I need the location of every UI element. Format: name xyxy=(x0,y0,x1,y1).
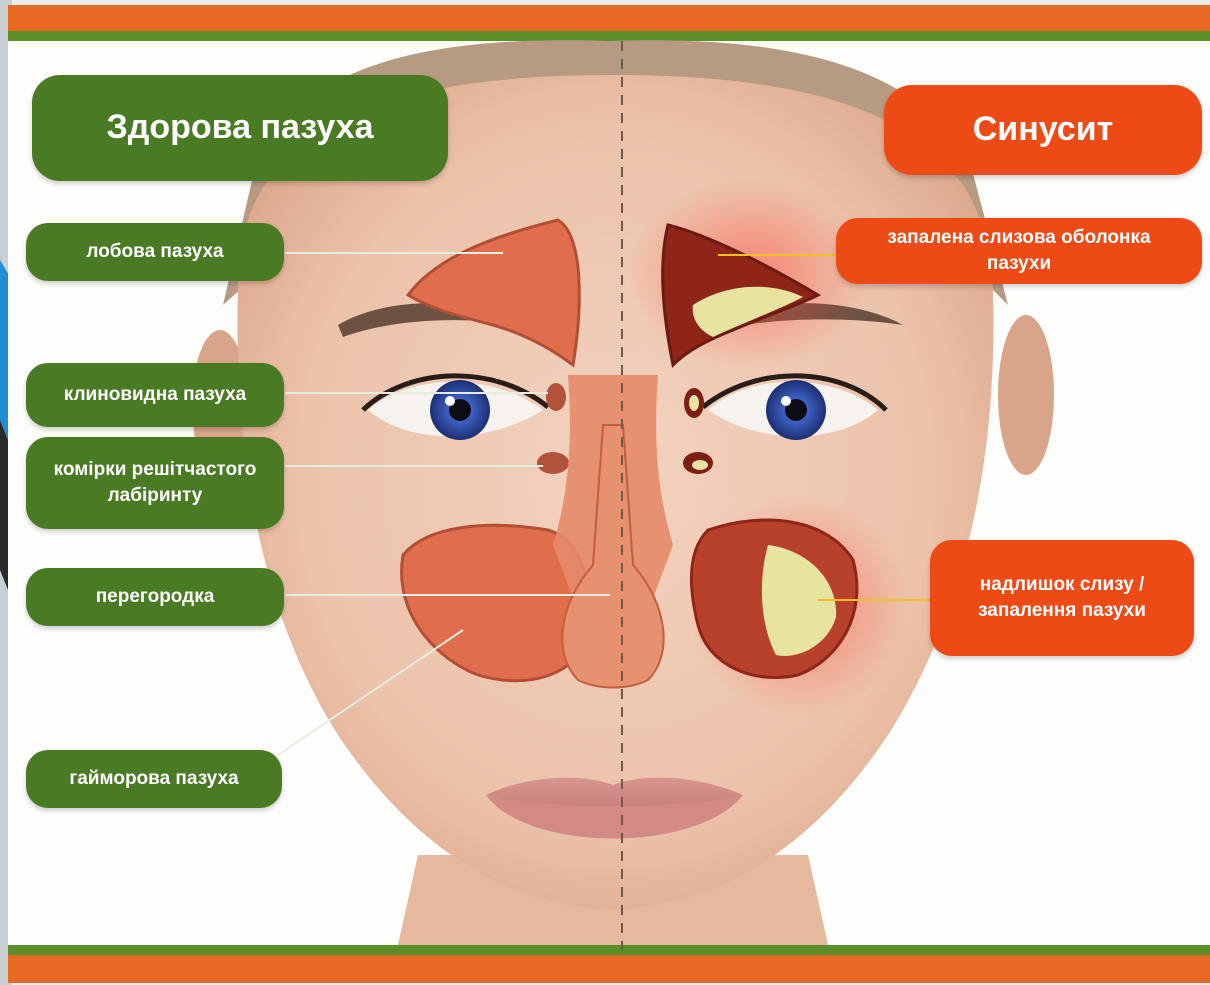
label-inflamed-mucosa: запалена слизова оболонка пазухи xyxy=(836,218,1202,284)
sinusitis-title: Синусит xyxy=(884,85,1202,175)
healthy-sinus-title: Здорова пазуха xyxy=(32,75,448,181)
infographic-panel: Здорова пазуха Синусит лобова пазуха кли… xyxy=(8,5,1210,983)
label-septum: перегородка xyxy=(26,568,284,626)
label-excess-mucus: надлишок слизу / запалення пазухи xyxy=(930,540,1194,656)
bottom-frame-stripe xyxy=(8,955,1210,983)
label-ethmoid-cells: комірки решітчастого лабіринту xyxy=(26,437,284,529)
label-frontal-sinus: лобова пазуха xyxy=(26,223,284,281)
label-sphenoid-sinus: клиновидна пазуха xyxy=(26,363,284,427)
top-frame-stripe xyxy=(8,5,1210,31)
label-maxillary-sinus: гайморова пазуха xyxy=(26,750,282,808)
